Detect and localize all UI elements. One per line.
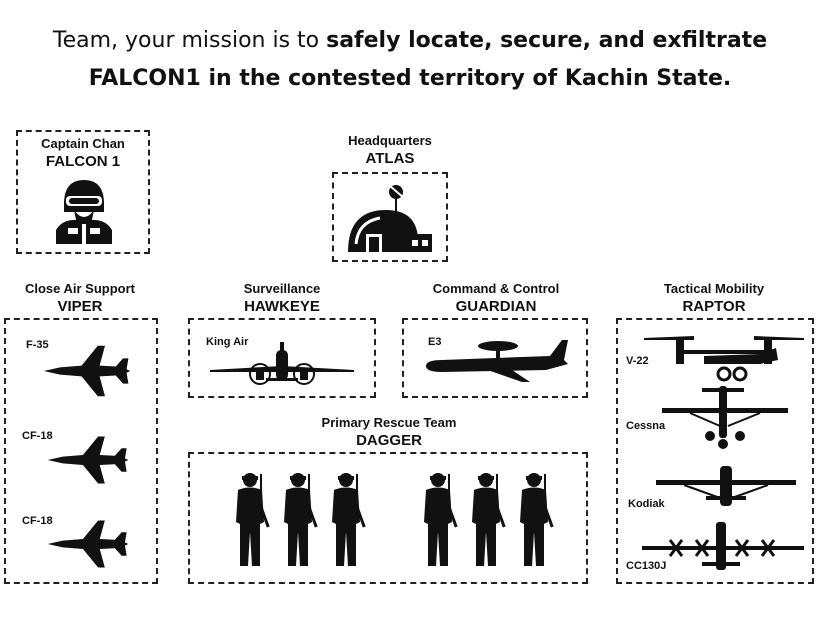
- raptor-box: [616, 318, 814, 584]
- mission-statement: Team, your mission is to safely locate, …: [40, 22, 780, 98]
- cf18-jet-icon: [46, 516, 130, 572]
- hawkeye-box: [188, 318, 376, 398]
- viper-label: Close Air Support VIPER: [0, 281, 160, 315]
- f35-jet-icon: [42, 340, 132, 402]
- guardian-callsign: GUARDIAN: [455, 298, 537, 315]
- hawkeye-aircraft-label: King Air: [206, 336, 249, 348]
- guardian-role: Command & Control: [432, 281, 560, 296]
- soldier-icon: [514, 470, 554, 570]
- raptor-aircraft-label: Kodiak: [628, 498, 665, 510]
- cf18-jet-icon: [46, 432, 130, 488]
- dagger-role: Primary Rescue Team: [321, 415, 457, 430]
- soldier-icon: [418, 470, 458, 570]
- dagger-box: [188, 452, 588, 584]
- hq-label: Headquarters ATLAS: [300, 133, 480, 167]
- raptor-aircraft-label: Cessna: [626, 420, 666, 432]
- dagger-label: Primary Rescue Team DAGGER: [190, 415, 588, 449]
- mission-bold-line1: safely locate, secure, and exfiltrate: [326, 28, 768, 53]
- viper-aircraft-label: F-35: [26, 339, 49, 351]
- cessna-plane-icon: [662, 386, 788, 449]
- kodiak-plane-icon: [656, 466, 796, 506]
- raptor-aircraft-label: CC130J: [626, 560, 667, 572]
- viper-aircraft-label: CF-18: [22, 430, 53, 442]
- viper-box: [4, 318, 158, 584]
- viper-aircraft-label: CF-18: [22, 515, 53, 527]
- hawkeye-role: Surveillance: [243, 281, 321, 296]
- mission-prefix: Team, your mission is to: [52, 28, 327, 53]
- falcon-box: [16, 130, 150, 254]
- viper-callsign: VIPER: [57, 298, 103, 315]
- soldier-icon: [326, 470, 366, 570]
- hq-callsign: ATLAS: [365, 150, 415, 167]
- viper-role: Close Air Support: [24, 281, 136, 296]
- raptor-role: Tactical Mobility: [663, 281, 765, 296]
- radar-dome-icon: [348, 185, 432, 252]
- soldier-icon: [466, 470, 506, 570]
- guardian-box: [402, 318, 588, 398]
- guardian-label: Command & Control GUARDIAN: [400, 281, 592, 315]
- raptor-callsign: RAPTOR: [682, 298, 746, 315]
- hq-role: Headquarters: [348, 133, 432, 148]
- hawkeye-label: Surveillance HAWKEYE: [190, 281, 374, 315]
- dagger-callsign: DAGGER: [356, 432, 422, 449]
- raptor-aircraft-label: V-22: [626, 355, 649, 367]
- pilot-helmet-icon: [56, 180, 112, 244]
- falcon-label: Captain Chan FALCON 1: [16, 136, 150, 170]
- hq-box: [332, 172, 448, 262]
- soldier-icon: [230, 470, 270, 570]
- v22-osprey-icon: [644, 336, 804, 382]
- king-air-plane-icon: [210, 342, 354, 385]
- cc130j-plane-icon: [642, 522, 804, 570]
- falcon-role: Captain Chan: [41, 136, 125, 151]
- mission-bold-line2: FALCON1 in the contested territory of Ka…: [88, 66, 732, 91]
- soldier-icon: [278, 470, 318, 570]
- hawkeye-callsign: HAWKEYE: [244, 298, 320, 315]
- raptor-label: Tactical Mobility RAPTOR: [614, 281, 814, 315]
- e3-awacs-plane-icon: [426, 340, 568, 382]
- falcon-callsign: FALCON 1: [45, 153, 121, 170]
- guardian-aircraft-label: E3: [428, 336, 442, 348]
